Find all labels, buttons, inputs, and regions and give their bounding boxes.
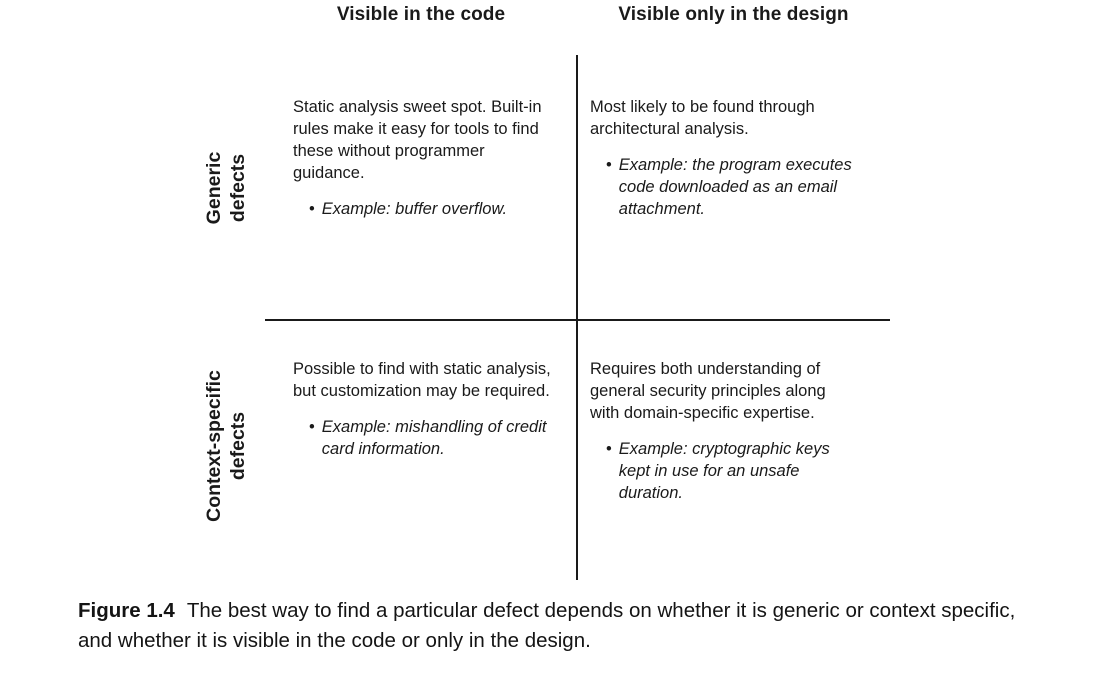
column-header-visible-in-code: Visible in the code xyxy=(336,4,506,25)
quadrant-example: • Example: mishandling of credit card in… xyxy=(309,416,555,460)
bullet-icon: • xyxy=(606,440,612,458)
example-text: Example: buffer overflow. xyxy=(321,200,508,218)
quadrant-example: • Example: buffer overflow. xyxy=(309,198,555,220)
row-label-line: defects xyxy=(227,153,249,223)
row-label-line: defects xyxy=(227,411,249,481)
quadrant-description: Requires both understanding of general s… xyxy=(590,360,826,422)
row-label-context-specific-defects: Context-specific defects xyxy=(202,316,254,576)
quadrant-context-code: Possible to find with static analysis, b… xyxy=(293,358,555,460)
example-text: Example: the program executes code downl… xyxy=(618,156,852,218)
quadrant-generic-design: Most likely to be found through architec… xyxy=(590,96,878,220)
quadrant-description: Possible to find with static analysis, b… xyxy=(293,360,551,400)
example-text: Example: mishandling of credit card info… xyxy=(321,418,547,458)
bullet-icon: • xyxy=(309,200,315,218)
quadrant-generic-code: Static analysis sweet spot. Built-in rul… xyxy=(293,96,555,220)
quadrant-description: Static analysis sweet spot. Built-in rul… xyxy=(293,98,542,182)
quadrant-example: • Example: the program executes code dow… xyxy=(606,154,878,220)
column-header-visible-only-in-design: Visible only in the design xyxy=(618,4,849,25)
example-text: Example: cryptographic keys kept in use … xyxy=(618,440,830,502)
row-label-line: Context-specific xyxy=(203,370,225,522)
bullet-icon: • xyxy=(309,418,315,436)
figure-caption-text: The best way to find a particular defect… xyxy=(78,599,1016,652)
row-label-line: Generic xyxy=(203,151,225,225)
row-label-generic-defects: Generic defects xyxy=(202,88,254,288)
vertical-divider-line xyxy=(576,55,578,580)
horizontal-divider-line xyxy=(265,319,890,321)
quadrant-context-design: Requires both understanding of general s… xyxy=(590,358,852,504)
quadrant-example: • Example: cryptographic keys kept in us… xyxy=(606,438,852,504)
figure-caption-label: Figure 1.4 xyxy=(78,599,175,622)
quadrant-description: Most likely to be found through architec… xyxy=(590,98,815,138)
bullet-icon: • xyxy=(606,156,612,174)
